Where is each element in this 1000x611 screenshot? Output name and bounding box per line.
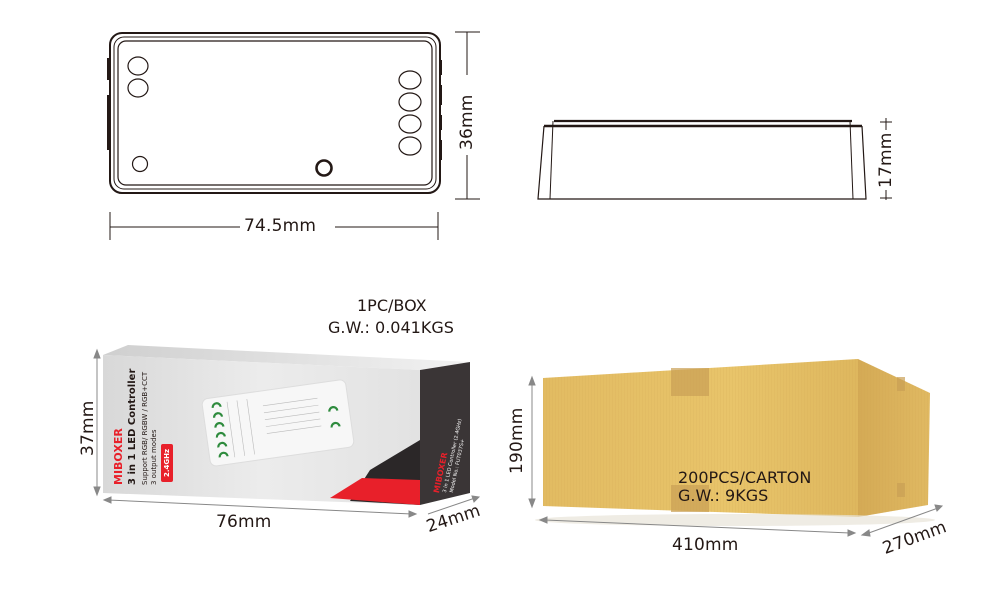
- carton-gross-weight: G.W.: 9KGS: [678, 486, 769, 505]
- box-packing-quantity: 1PC/BOX: [357, 296, 427, 315]
- carton-height-label: 190mm: [507, 407, 527, 474]
- top-view-width-label: 74.5mm: [244, 216, 317, 236]
- box-length-label: 76mm: [216, 512, 272, 532]
- carton-packing-quantity: 200PCS/CARTON: [678, 468, 812, 487]
- carton-length-label: 410mm: [672, 535, 739, 555]
- box-gross-weight: G.W.: 0.041KGS: [328, 318, 454, 337]
